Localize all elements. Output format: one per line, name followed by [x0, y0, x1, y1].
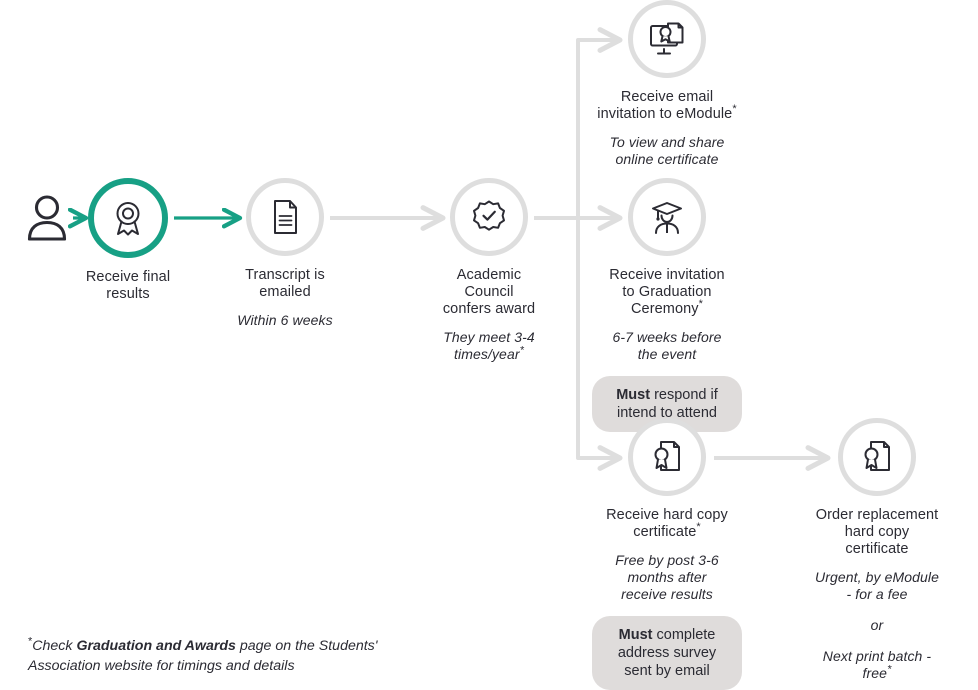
- node-sub-transcript-is-emailed: Within 6 weeks: [185, 312, 385, 329]
- footnote-marker: *: [28, 635, 33, 648]
- must-keyword: Must: [616, 387, 651, 403]
- badge-check-icon: [473, 200, 505, 231]
- footnote-marker: *: [519, 344, 524, 357]
- label-line: to Graduation: [622, 284, 712, 300]
- footnote-marker: *: [732, 103, 737, 116]
- node-receive-final-results[interactable]: Receive final results: [28, 178, 228, 303]
- label-line: Ceremony: [630, 301, 699, 317]
- label-line: confers award: [442, 301, 536, 317]
- node-label-academic-council: Academic Council confers award: [389, 267, 589, 318]
- node-circle-receive-final-results: [88, 178, 168, 258]
- label-line: Receive invitation: [609, 267, 725, 283]
- label-line: results: [106, 286, 150, 302]
- sub-line: free: [862, 665, 888, 681]
- label-line: Council: [464, 284, 514, 300]
- label-line: invitation to eModule: [597, 106, 733, 122]
- footnote-part-2: page on the Students' Association websit…: [28, 638, 378, 674]
- node-label-receive-final-results: Receive final results: [28, 269, 228, 303]
- label-line: Receive hard copy: [606, 507, 728, 523]
- person-icon: [24, 193, 70, 248]
- node-circle-graduation-ceremony: [628, 178, 706, 256]
- must-keyword: Must: [618, 627, 653, 643]
- sub-line: - for a fee: [846, 586, 908, 602]
- footnote-marker: *: [696, 521, 701, 534]
- graduate-cap-icon: [652, 202, 682, 234]
- node-circle-hard-copy-certificate: [628, 418, 706, 496]
- node-sub-order-replacement-or: or: [777, 617, 977, 634]
- sub-line: They meet 3-4: [443, 329, 535, 345]
- label-line: hard copy: [844, 524, 910, 540]
- node-label-graduation-ceremony: Receive invitation to Graduation Ceremon…: [567, 267, 767, 318]
- node-sub-order-replacement-batch: Next print batch - free*: [777, 648, 977, 682]
- node-transcript-is-emailed[interactable]: Transcript is emailed Within 6 weeks: [185, 178, 385, 329]
- label-line: certificate: [845, 541, 909, 557]
- must-text: respond if intend to attend: [617, 387, 718, 421]
- node-sub-order-replacement-urgent: Urgent, by eModule - for a fee: [777, 569, 977, 603]
- sub-line: 6-7 weeks before: [612, 329, 722, 345]
- node-sub-graduation-ceremony: 6-7 weeks before the event: [567, 329, 767, 363]
- sub-line: receive results: [621, 586, 713, 602]
- sub-line: Next print batch -: [822, 648, 932, 664]
- node-sub-emodule: To view and share online certificate: [567, 134, 767, 168]
- node-circle-academic-council: [450, 178, 528, 256]
- footnote-marker: *: [887, 663, 892, 676]
- sub-line: online certificate: [615, 151, 719, 167]
- node-receive-invitation-to-graduation-ceremony[interactable]: Receive invitation to Graduation Ceremon…: [567, 178, 767, 432]
- node-label-hard-copy-certificate: Receive hard copy certificate*: [567, 507, 767, 541]
- sub-line: times/year: [454, 346, 520, 362]
- monitor-certificate-icon: [650, 22, 684, 55]
- footnote-emphasis: Graduation and Awards: [76, 638, 236, 654]
- sub-line: Within 6 weeks: [237, 312, 333, 328]
- certificate-seal-icon: [864, 441, 890, 471]
- node-label-order-replacement: Order replacement hard copy certificate: [777, 507, 977, 558]
- sub-line: Free by post 3-6: [615, 552, 719, 568]
- node-academic-council-confers-award[interactable]: Academic Council confers award They meet…: [389, 178, 589, 363]
- sub-line: the event: [637, 346, 697, 362]
- sub-line: or: [870, 617, 884, 633]
- footnote-marker: *: [698, 298, 704, 311]
- node-circle-order-replacement: [838, 418, 916, 496]
- sub-line: months after: [627, 569, 707, 585]
- must-callout-address-survey: Must complete address survey sent by ema…: [592, 616, 742, 690]
- node-sub-hard-copy-certificate: Free by post 3-6 months after receive re…: [567, 552, 767, 603]
- label-line: Receive final: [85, 269, 171, 285]
- node-label-transcript-is-emailed: Transcript is emailed: [185, 267, 385, 301]
- node-label-emodule: Receive email invitation to eModule*: [567, 89, 767, 123]
- node-circle-emodule: [628, 0, 706, 78]
- label-line: Order replacement: [815, 507, 939, 523]
- certificate-seal-icon: [654, 441, 680, 471]
- node-circle-transcript-is-emailed: [246, 178, 324, 256]
- sub-line: To view and share: [609, 134, 725, 150]
- footnote-part-1: Check: [32, 638, 77, 654]
- award-ribbon-icon: [116, 202, 140, 236]
- footnote: *Check Graduation and Awards page on the…: [28, 636, 428, 676]
- node-sub-academic-council: They meet 3-4 times/year*: [389, 329, 589, 363]
- label-line: emailed: [259, 284, 311, 300]
- label-line: certificate: [633, 524, 697, 540]
- node-receive-email-invitation-to-emodule[interactable]: Receive email invitation to eModule* To …: [567, 0, 767, 168]
- sub-line: Urgent, by eModule: [815, 569, 939, 585]
- label-line: Receive email: [620, 89, 714, 105]
- label-line: Academic: [456, 267, 522, 283]
- node-order-replacement-hard-copy-certificate[interactable]: Order replacement hard copy certificate …: [777, 418, 977, 682]
- label-line: Transcript is: [245, 267, 325, 283]
- must-text: complete address survey sent by email: [617, 627, 717, 679]
- node-receive-hard-copy-certificate[interactable]: Receive hard copy certificate* Free by p…: [567, 418, 767, 690]
- document-icon: [274, 200, 297, 234]
